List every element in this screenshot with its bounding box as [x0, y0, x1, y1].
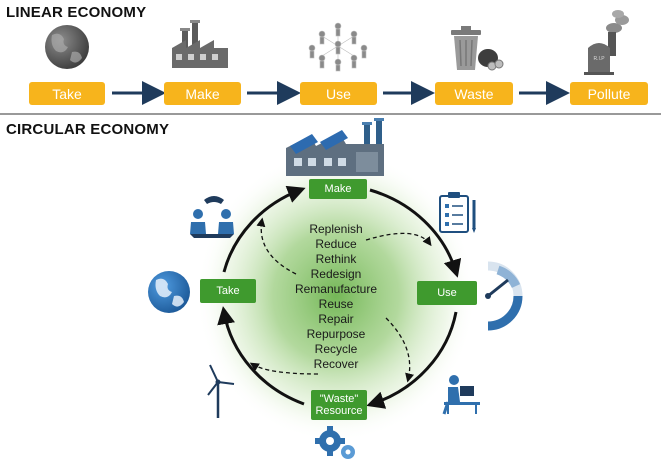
dashed-arrow-left-bottom [249, 362, 319, 375]
gravestone-text: R.I.P [593, 56, 605, 62]
dashed-arrow-left-top [256, 217, 297, 275]
circular-node-make: Make [309, 179, 367, 199]
waste-label: "Waste" [319, 393, 359, 405]
circular-node-use: Use [417, 281, 477, 305]
r-word: Remanufacture [294, 282, 378, 296]
r-word: Recover [313, 357, 359, 371]
people-meeting-icon [190, 196, 234, 238]
resource-label: Resource [315, 405, 363, 417]
linear-step-waste: Waste [435, 82, 513, 105]
trash-bin-icon [451, 26, 504, 71]
dashed-loop-arrows [249, 217, 432, 383]
circular-node-waste-resource: "Waste" Resource [311, 390, 367, 420]
arrow-use-to-waste [366, 311, 458, 409]
wind-turbine-icon [207, 364, 235, 418]
earth-globe-icon [148, 271, 190, 313]
r-word: Repurpose [306, 327, 366, 341]
people-network-icon [308, 22, 368, 72]
factory-solar-icon [286, 118, 384, 176]
dashed-arrow-right-bottom [385, 317, 414, 383]
factory-icon [172, 20, 228, 68]
r-word: Rethink [315, 252, 357, 266]
dashed-arrow-right-top [365, 232, 432, 247]
linear-step-take: Take [29, 82, 105, 105]
r-word: Redesign [310, 267, 362, 281]
gravestone-pollution-icon: R.I.P [584, 10, 629, 75]
gauge-icon [485, 261, 523, 331]
person-at-computer-icon [442, 375, 480, 415]
linear-step-use: Use [300, 82, 377, 105]
globe-icon [45, 25, 89, 69]
gears-icon [315, 426, 355, 459]
r-word: Recycle [314, 342, 358, 356]
circular-node-take: Take [200, 279, 256, 303]
arrow-make-to-use [369, 188, 462, 278]
linear-step-make: Make [164, 82, 241, 105]
linear-economy-heading: LINEAR ECONOMY [6, 4, 147, 21]
r-word: Replenish [309, 222, 363, 236]
clipboard-checklist-icon [439, 192, 476, 233]
circular-economy-heading: CIRCULAR ECONOMY [6, 121, 170, 138]
r-word: Reuse [318, 297, 354, 311]
arrow-take-to-make [222, 185, 306, 273]
r-word: Reduce [315, 237, 357, 251]
linear-step-pollute: Pollute [570, 82, 648, 105]
r-word: Repair [318, 312, 354, 326]
